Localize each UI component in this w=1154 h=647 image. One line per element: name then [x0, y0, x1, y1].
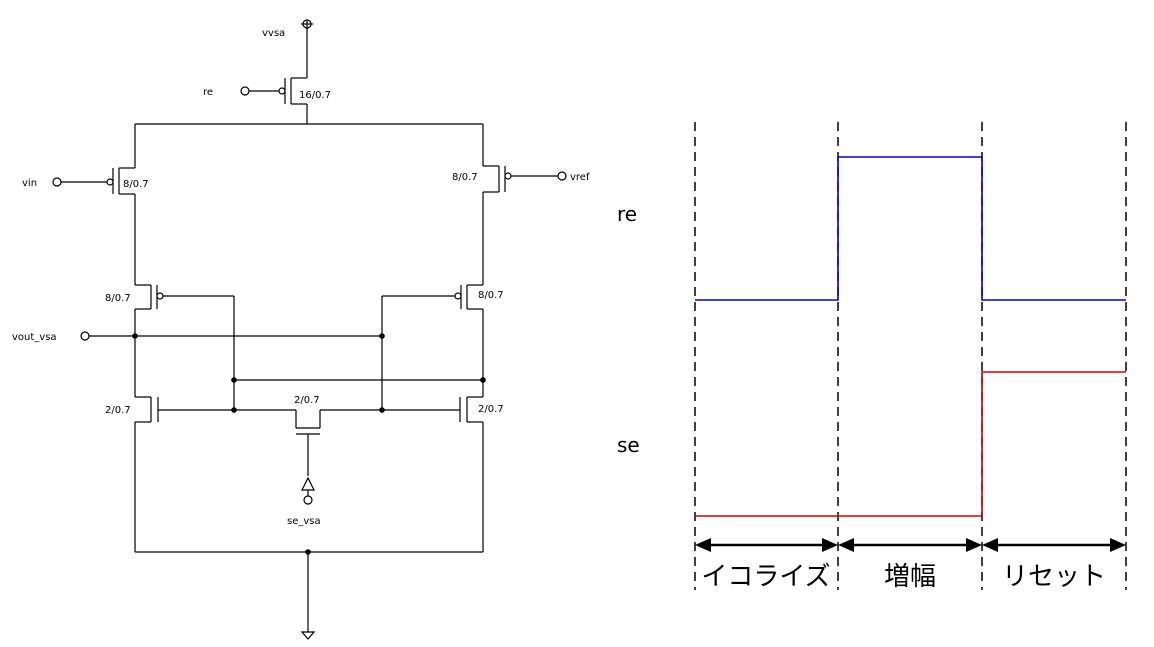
timing-diagram: re se イコライズ 増幅 リセット — [617, 122, 1127, 592]
vref-label: vref — [570, 172, 590, 183]
vin-label: vin — [22, 178, 37, 189]
re-signal-label: re — [617, 202, 637, 226]
se-signal-label: se — [617, 433, 640, 457]
se-inverter — [301, 476, 315, 505]
phase-label-reset: リセット — [1002, 562, 1106, 592]
supply-terminal — [301, 19, 313, 78]
reset-pmos-transistor — [240, 77, 308, 124]
re-gate-label: re — [203, 87, 213, 98]
latch-pmos-right — [381, 284, 483, 410]
ground-symbol — [300, 552, 316, 640]
equalize-nmos-transistor — [295, 410, 321, 476]
phase-label-amplify: 増幅 — [884, 562, 936, 592]
vout-net — [80, 331, 385, 341]
vout-label: vout_vsa — [12, 332, 57, 343]
latch-nmos-left — [135, 396, 296, 423]
latch-pmos-right-size: 8/0.7 — [478, 290, 504, 301]
latch-pmos-left-size: 8/0.7 — [105, 293, 131, 304]
latch-nmos-right-size: 2/0.7 — [478, 404, 504, 415]
vref-pmos-transistor — [483, 165, 567, 193]
latch-pmos-left — [135, 284, 235, 410]
vin-pmos-size: 8/0.7 — [123, 179, 149, 190]
se-waveform — [695, 371, 1126, 517]
equalize-nmos-size: 2/0.7 — [294, 395, 320, 406]
phase-label-equalize: イコライズ — [701, 562, 830, 592]
re-waveform — [695, 156, 1126, 301]
latch-nmos-right — [320, 396, 483, 423]
supply-label: vvsa — [262, 28, 285, 39]
vref-pmos-size: 8/0.7 — [452, 172, 478, 183]
phase-arrows — [695, 538, 1126, 552]
circuit-schematic: vvsa re 16/0.7 vin 8/0.7 — [12, 19, 590, 640]
se-input-label: se_vsa — [287, 516, 321, 527]
vin-pmos-transistor — [52, 167, 135, 195]
latch-nmos-left-size: 2/0.7 — [105, 405, 131, 416]
reset-pmos-size: 16/0.7 — [299, 90, 331, 101]
